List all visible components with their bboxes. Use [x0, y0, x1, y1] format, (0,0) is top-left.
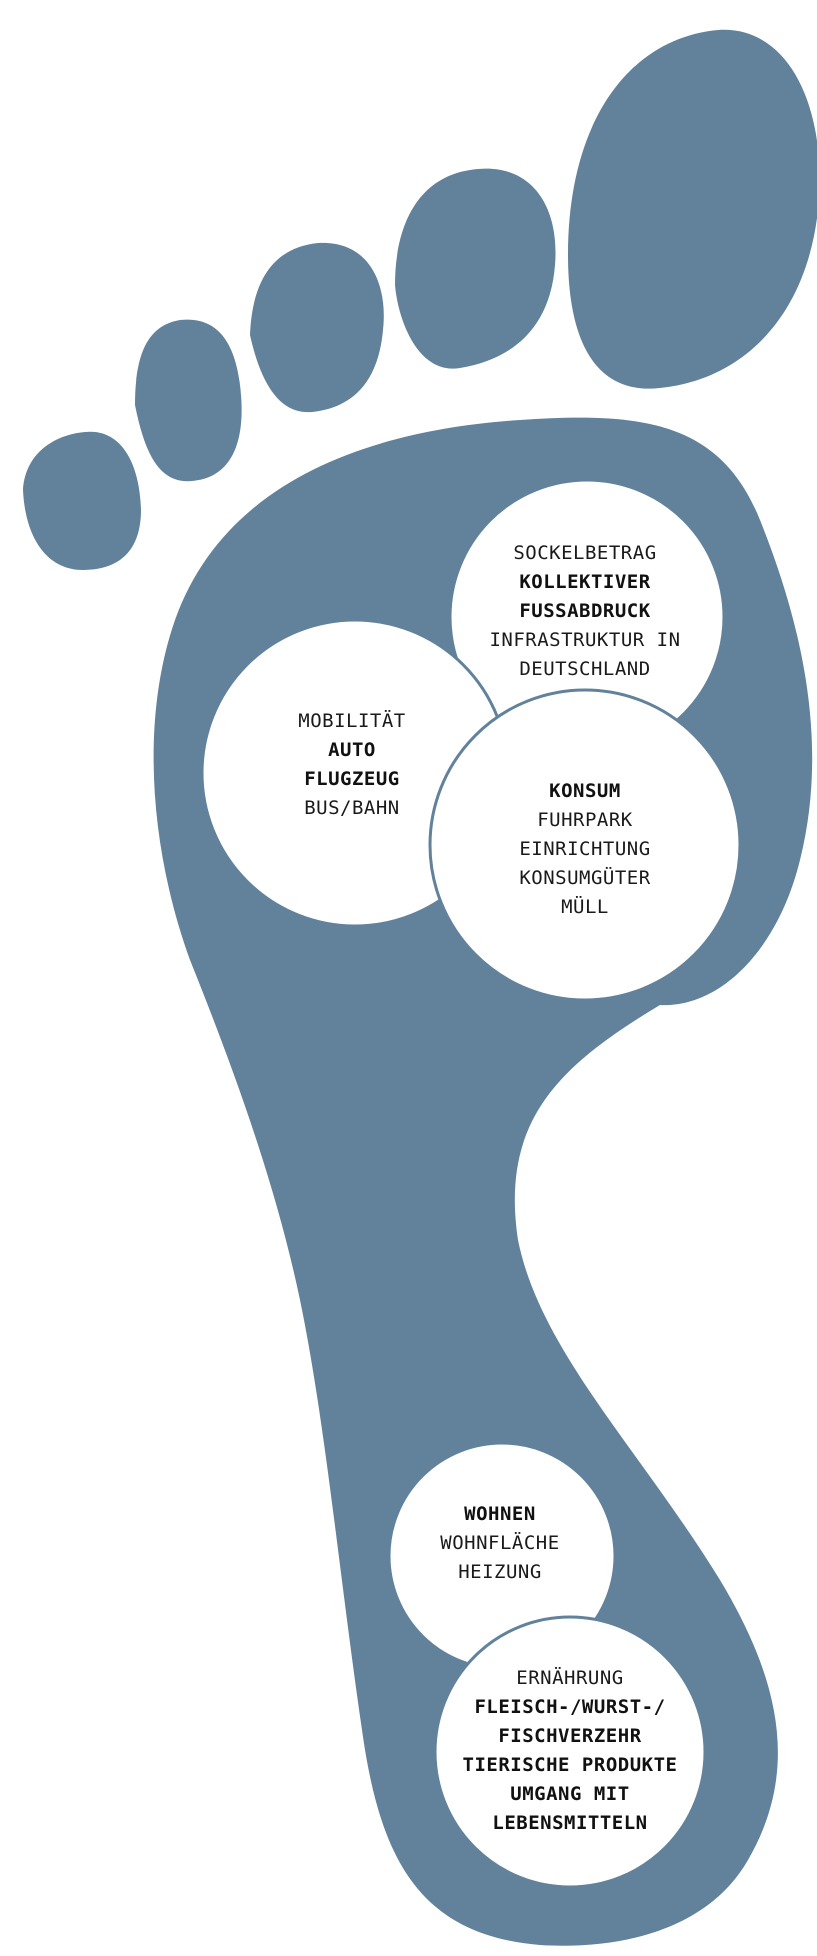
bubble-wohnen: WOHNEN WOHNFLÄCHE HEIZUNG	[387, 1441, 617, 1671]
bubble-sockelbetrag-line-3: FUSSABDRUCK	[519, 600, 650, 622]
bubble-sockelbetrag-line-1: SOCKELBETRAG	[513, 542, 656, 564]
bubble-ernaehrung-line-4: TIERISCHE PRODUKTE	[463, 1754, 678, 1776]
bubble-ernaehrung-line-2: FLEISCH-/WURST-/	[474, 1696, 665, 1718]
bubble-konsum-line-1: KONSUM	[549, 780, 621, 802]
bubble-konsum-line-3: EINRICHTUNG	[519, 838, 650, 860]
bubble-sockelbetrag-line-2: KOLLEKTIVER	[519, 571, 650, 593]
bubble-konsum-line-4: KONSUMGÜTER	[519, 866, 650, 889]
toe-little	[23, 431, 141, 570]
bubble-mobilitaet-line-1: MOBILITÄT	[298, 709, 405, 732]
bubble-konsum-line-2: FUHRPARK	[537, 809, 633, 831]
toe-big	[568, 29, 817, 389]
toes	[23, 29, 817, 570]
bubble-ernaehrung-line-3: FISCHVERZEHR	[498, 1725, 641, 1747]
bubble-wohnen-line-3: HEIZUNG	[458, 1561, 542, 1583]
bubble-ernaehrung-line-1: ERNÄHRUNG	[516, 1666, 623, 1689]
toe-fourth	[135, 319, 242, 482]
bubble-mobilitaet-line-4: BUS/BAHN	[304, 797, 400, 819]
bubble-konsum-line-5: MÜLL	[561, 895, 609, 918]
toe-third	[250, 242, 384, 413]
bubble-ernaehrung-line-5: UMGANG MIT	[510, 1783, 629, 1805]
bubble-konsum-circle	[428, 688, 742, 1002]
bubble-konsum: KONSUM FUHRPARK EINRICHTUNG KONSUMGÜTER …	[428, 688, 742, 1002]
bubble-ernaehrung-line-6: LEBENSMITTELN	[492, 1812, 647, 1834]
bubble-wohnen-line-2: WOHNFLÄCHE	[440, 1531, 559, 1554]
toe-second	[395, 168, 556, 369]
bubble-mobilitaet-line-3: FLUGZEUG	[304, 768, 400, 790]
bubble-ernaehrung-circle	[433, 1615, 707, 1889]
bubble-ernaehrung: ERNÄHRUNG FLEISCH-/WURST-/ FISCHVERZEHR …	[433, 1615, 707, 1889]
bubble-sockelbetrag-line-5: DEUTSCHLAND	[519, 658, 650, 680]
bubble-sockelbetrag-line-4: INFRASTRUKTUR IN	[489, 629, 680, 651]
bubble-mobilitaet-line-2: AUTO	[328, 739, 376, 761]
bubble-wohnen-line-1: WOHNEN	[464, 1503, 536, 1525]
